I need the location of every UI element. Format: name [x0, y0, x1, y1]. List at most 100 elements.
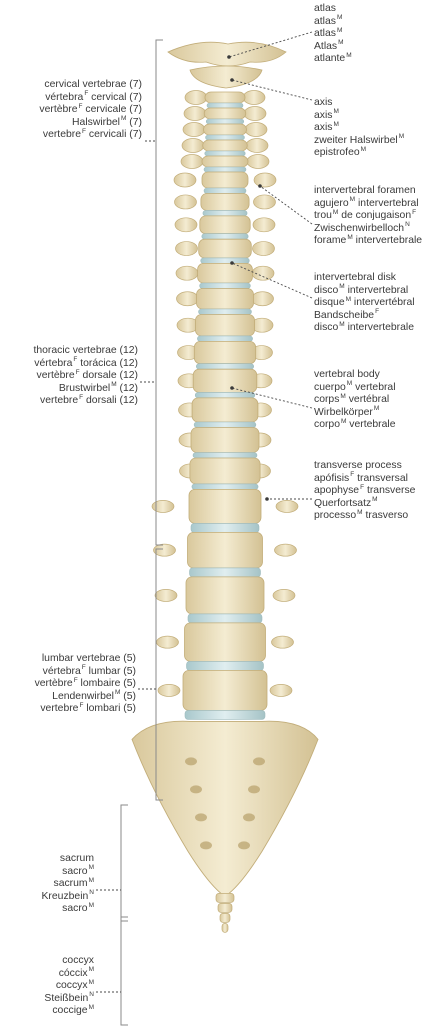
- label-line: forameM intervertebrale: [314, 235, 422, 248]
- label-line: coccyx: [44, 955, 94, 968]
- transverse-process-left: [154, 544, 176, 556]
- vertebral-body: [204, 124, 247, 135]
- label-line: corpoM vertebrale: [314, 419, 396, 432]
- intervertebral-disk: [197, 336, 252, 342]
- transverse-process-right: [243, 91, 265, 105]
- transverse-process-left: [182, 139, 204, 153]
- transverse-process-right: [254, 173, 276, 187]
- label-line: processoM trasverso: [314, 510, 415, 523]
- intervertebral-disk: [193, 453, 257, 459]
- intervertebral-disk: [201, 258, 250, 264]
- label-cervical-vertebrae: cervical vertebrae (7)vértebraF cervical…: [39, 79, 142, 142]
- intervertebral-disk: [203, 210, 247, 216]
- vertebral-body: [203, 140, 248, 151]
- transverse-process-right: [246, 139, 268, 153]
- label-line: intervertebral disk: [314, 272, 415, 285]
- transverse-process-left: [152, 500, 174, 512]
- intervertebral-disk: [196, 364, 253, 370]
- intervertebral-disk: [204, 188, 246, 194]
- label-line: QuerfortsatzM: [314, 498, 415, 511]
- intervertebral-disk: [204, 167, 246, 172]
- transverse-process-left: [184, 107, 206, 121]
- label-line: ZwischenwirbellochN: [314, 223, 422, 236]
- label-line: SteißbeinN: [44, 993, 94, 1006]
- label-line: cervical vertebrae (7): [39, 79, 142, 92]
- label-line: coccigeM: [44, 1005, 94, 1018]
- label-line: discoM intervertebrale: [314, 322, 415, 335]
- intervertebral-disk: [199, 309, 252, 315]
- transverse-process-right: [254, 195, 276, 209]
- transverse-process-right: [252, 292, 274, 306]
- intervertebral-disk: [200, 283, 251, 289]
- vertebral-body: [195, 315, 254, 336]
- cervical-thoracic-bracket: [156, 40, 163, 545]
- coccyx-segment: [218, 903, 232, 912]
- transverse-process-right: [270, 684, 292, 696]
- vertebral-body: [205, 92, 245, 103]
- label-line: axisM: [314, 110, 404, 123]
- transverse-process-right: [253, 218, 275, 232]
- label-line: vértebraF lumbar (5): [35, 666, 136, 679]
- axis-bone: [190, 66, 262, 88]
- coccyx-segment: [222, 923, 228, 932]
- label-line: corpsM vertébral: [314, 394, 396, 407]
- label-line: discoM intervertebral: [314, 285, 415, 298]
- sacral-foramen: [243, 813, 255, 821]
- label-line: vertebreF dorsali (12): [33, 395, 138, 408]
- transverse-process-right: [244, 107, 266, 121]
- vertebral-body: [199, 239, 252, 258]
- transverse-process-right: [245, 123, 267, 137]
- label-line: vértebraF torácica (12): [33, 358, 138, 371]
- vertebral-body: [189, 489, 261, 523]
- coccyx-segment: [220, 913, 230, 922]
- vertebral-body: [183, 670, 267, 710]
- sacral-foramen: [200, 841, 212, 849]
- label-line: vertèbreF cervicale (7): [39, 104, 142, 117]
- label-line: LendenwirbelM (5): [35, 691, 136, 704]
- label-line: vértebraF cervical (7): [39, 92, 142, 105]
- label-atlas: atlasatlasMatlasMAtlasMatlanteM: [314, 3, 352, 66]
- transverse-process-left: [158, 684, 180, 696]
- label-line: transverse process: [314, 460, 415, 473]
- vertebral-body: [188, 532, 263, 568]
- intervertebral-disk: [195, 392, 255, 398]
- intervertebral-disk: [187, 661, 264, 670]
- intervertebral-disk: [194, 422, 256, 428]
- vertebral-body: [200, 216, 250, 234]
- vertebral-body: [202, 172, 248, 188]
- vertebral-body: [202, 156, 248, 167]
- label-line: vertèbreF dorsale (12): [33, 370, 138, 383]
- label-line: epistrofeoM: [314, 147, 404, 160]
- intervertebral-disk: [205, 151, 246, 156]
- label-line: atlasM: [314, 16, 352, 29]
- transverse-process-left: [176, 266, 198, 280]
- transverse-process-left: [174, 173, 196, 187]
- transverse-process-left: [155, 589, 177, 601]
- label-line: sacrumM: [42, 878, 95, 891]
- label-line: atlanteM: [314, 53, 352, 66]
- transverse-process-left: [176, 242, 198, 256]
- vertebral-body: [191, 428, 259, 453]
- label-line: sacroM: [42, 903, 95, 916]
- label-line: vertebreF cervicali (7): [39, 129, 142, 142]
- label-line: vertebral body: [314, 369, 396, 382]
- sacral-foramen: [238, 841, 250, 849]
- region-brackets: [121, 40, 163, 1025]
- transverse-process-right: [275, 544, 297, 556]
- label-thoracic-vertebrae: thoracic vertebrae (12)vértebraF torácic…: [33, 345, 138, 408]
- label-line: atlasM: [314, 28, 352, 41]
- vertebral-body: [197, 289, 254, 310]
- atlas-bone: [168, 42, 286, 66]
- label-line: BrustwirbelM (12): [33, 383, 138, 396]
- vertebral-body: [190, 458, 260, 484]
- label-line: KreuzbeinN: [42, 891, 95, 904]
- vertebral-body: [194, 341, 255, 363]
- sacral-foramen: [190, 785, 202, 793]
- transverse-process-left: [181, 155, 203, 169]
- transverse-process-left: [175, 195, 197, 209]
- label-line: BandscheibeF: [314, 310, 415, 323]
- intervertebral-disk: [207, 103, 243, 108]
